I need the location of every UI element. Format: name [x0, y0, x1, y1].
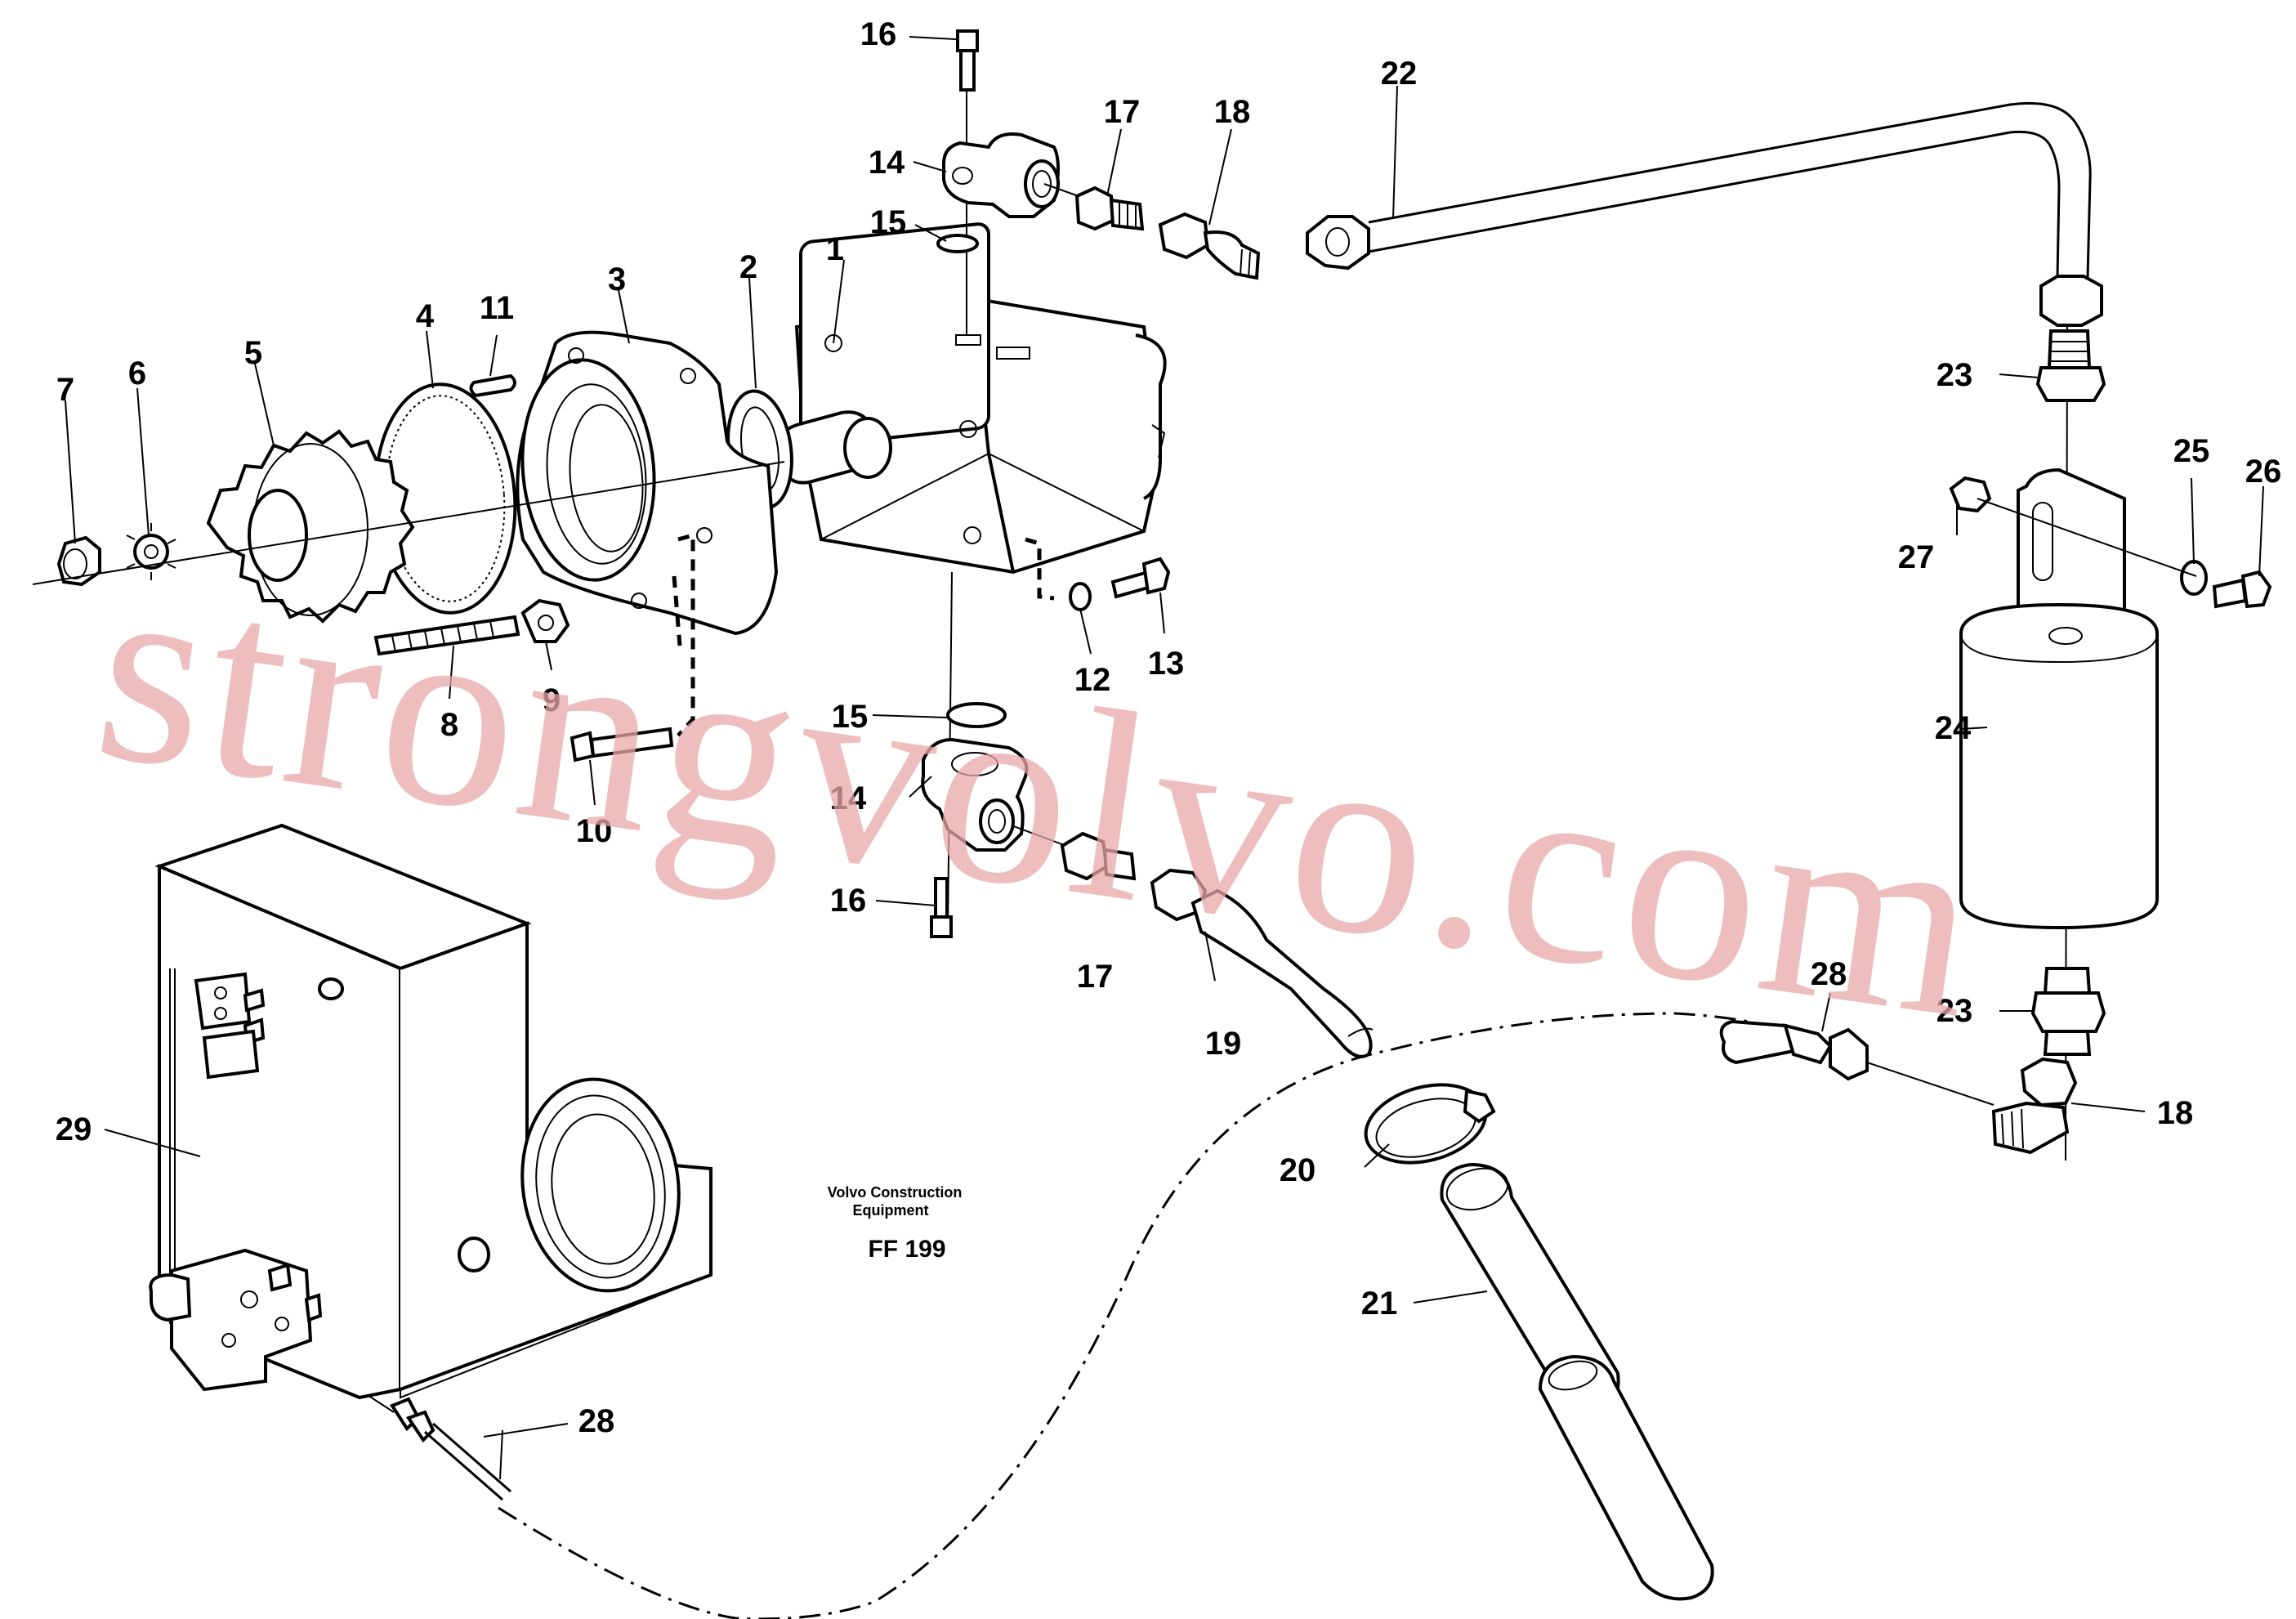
callout-16-lower: 16	[830, 883, 867, 919]
nut-bracket	[1949, 476, 1992, 513]
callout-15-top: 15	[870, 204, 907, 240]
callout-23-upper: 23	[1936, 357, 1973, 393]
tab-washer	[126, 523, 176, 580]
callout-18-top: 18	[1214, 94, 1251, 130]
callout-3: 3	[608, 262, 626, 297]
callout-14-lower: 14	[830, 780, 867, 816]
cap-screw	[1110, 557, 1171, 599]
mounting-bracket	[2017, 467, 2126, 639]
filter-canister	[1959, 602, 2159, 930]
callout-28-upper: 28	[1811, 956, 1847, 992]
bolt-insertion-path	[672, 532, 695, 737]
bolt-lower	[930, 877, 953, 938]
gear-nut	[56, 535, 101, 587]
caption-line1: Volvo Construction	[828, 1184, 963, 1201]
elbow-fitting-lower	[1991, 1057, 2078, 1155]
callout-leaders	[65, 36, 2264, 1480]
callout-8: 8	[440, 707, 458, 743]
temperature-sender	[1719, 1019, 1994, 1106]
callout-9: 9	[543, 682, 561, 718]
dowel-pin	[469, 373, 516, 398]
callout-15-lower: 15	[832, 699, 869, 735]
callout-28-lower: 28	[578, 1403, 615, 1439]
callout-4: 4	[416, 298, 435, 334]
assembly-axis-line	[32, 461, 785, 585]
adapter-nipple-upper	[2035, 329, 2106, 402]
callout-13: 13	[1148, 646, 1185, 682]
callout-27: 27	[1898, 539, 1935, 575]
callout-16-top: 16	[860, 16, 897, 52]
pump-shaft	[735, 410, 892, 485]
caption-code: FF 199	[868, 1236, 945, 1263]
callout-26: 26	[2245, 454, 2282, 490]
elbow-flange-top	[942, 132, 1060, 218]
callout-6: 6	[128, 356, 146, 391]
callout-23-lower: 23	[1936, 993, 1973, 1029]
elbow-fitting-top	[1158, 212, 1261, 280]
callout-12: 12	[1074, 662, 1111, 698]
callout-21: 21	[1361, 1286, 1398, 1322]
valve-block-lower	[149, 1248, 323, 1392]
callout-22: 22	[1381, 56, 1418, 92]
callout-labels: 1 2 3 4 5 6 7 8 9 10 11 12 13 14 14 15 1…	[56, 16, 2282, 1439]
bolt-top	[956, 29, 979, 92]
callout-11: 11	[480, 290, 514, 326]
hydraulic-pump	[794, 222, 1167, 575]
drive-gear	[206, 429, 415, 624]
callout-7: 7	[56, 372, 74, 408]
sensor-cable-route	[498, 1012, 1807, 1619]
callout-20: 20	[1280, 1152, 1316, 1188]
callout-2: 2	[739, 249, 757, 285]
washer	[1069, 582, 1092, 611]
cap-screw-bracket	[2212, 570, 2272, 609]
callout-10: 10	[576, 813, 613, 849]
stud-bolt	[373, 615, 520, 656]
hex-nut	[520, 598, 570, 643]
callout-1: 1	[826, 231, 844, 267]
callout-17-top: 17	[1104, 94, 1141, 130]
callout-5: 5	[244, 335, 262, 371]
sensor-cable-end	[302, 1352, 511, 1501]
adapter-nipple-lower	[2030, 967, 2106, 1056]
callout-19: 19	[1205, 1026, 1242, 1062]
mounting-bolt	[570, 727, 674, 763]
o-ring-lower	[946, 702, 1007, 728]
valve-block-upper	[194, 972, 266, 1080]
callout-17-lower: 17	[1077, 959, 1114, 995]
o-ring-top	[936, 234, 979, 253]
hose-clamp	[1364, 1083, 1496, 1165]
adapter-fitting-lower	[1060, 831, 1137, 881]
elbow-flange-lower	[921, 737, 1029, 852]
pump-housing	[516, 330, 779, 636]
callout-24: 24	[1935, 710, 1972, 746]
washer-bracket	[2180, 560, 2208, 596]
suction-hose	[1440, 1162, 1714, 1601]
callout-29: 29	[56, 1111, 92, 1147]
caption-line2: Equipment	[853, 1202, 929, 1219]
callout-14-top: 14	[869, 145, 905, 181]
callout-25: 25	[2173, 433, 2210, 469]
callout-18-lower: 18	[2157, 1095, 2194, 1131]
bolt-insertion-path-2	[1025, 537, 1055, 601]
adapter-fitting-top	[1074, 186, 1145, 231]
hydraulic-pipe	[1306, 101, 2103, 327]
